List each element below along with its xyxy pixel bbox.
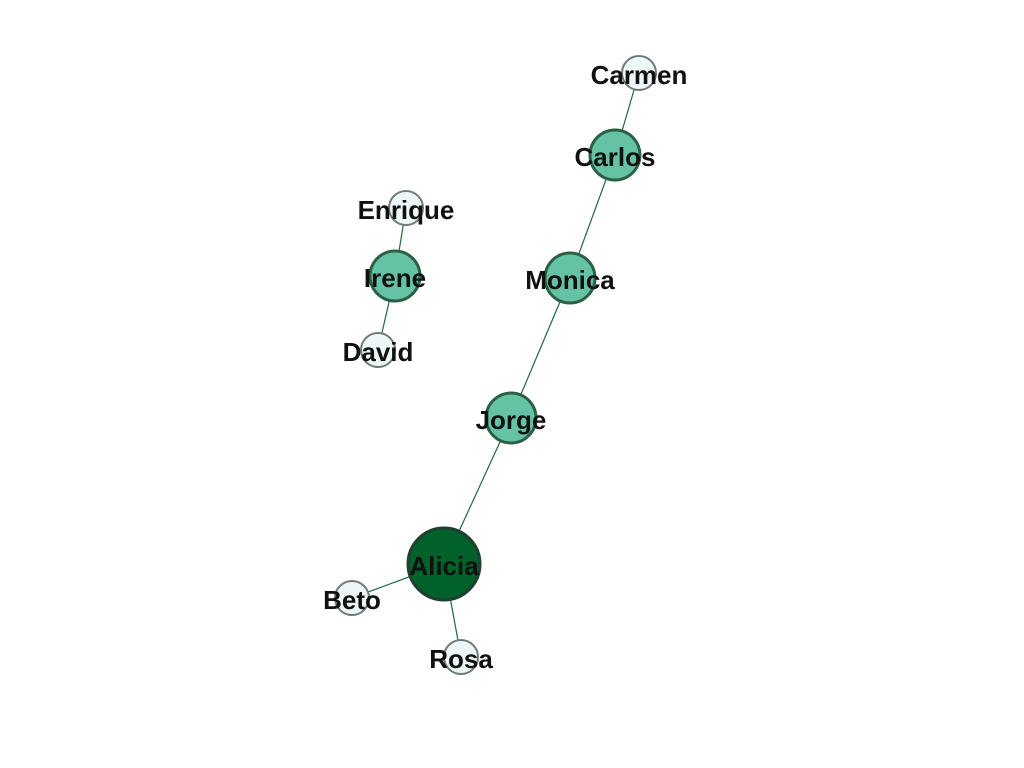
node-label-david: David	[343, 337, 414, 367]
node-alicia[interactable]	[406, 526, 482, 602]
node-label-rosa: Rosa	[429, 644, 493, 674]
node-jorge[interactable]	[484, 391, 538, 445]
node-label-alicia: Alicia	[409, 551, 479, 581]
node-rosa[interactable]	[443, 639, 479, 675]
node-monica[interactable]	[543, 251, 597, 305]
nodes-layer	[334, 55, 657, 675]
node-label-carlos: Carlos	[575, 142, 656, 172]
node-label-beto: Beto	[323, 585, 381, 615]
node-beto[interactable]	[334, 580, 370, 616]
node-carlos[interactable]	[588, 128, 642, 182]
node-label-enrique: Enrique	[358, 195, 455, 225]
node-enrique[interactable]	[388, 190, 424, 226]
node-label-jorge: Jorge	[476, 405, 547, 435]
node-david[interactable]	[360, 332, 396, 368]
node-label-carmen: Carmen	[591, 60, 688, 90]
node-irene[interactable]	[368, 249, 422, 303]
node-label-irene: Irene	[364, 263, 426, 293]
node-label-monica: Monica	[525, 265, 615, 295]
node-carmen[interactable]	[621, 55, 657, 91]
